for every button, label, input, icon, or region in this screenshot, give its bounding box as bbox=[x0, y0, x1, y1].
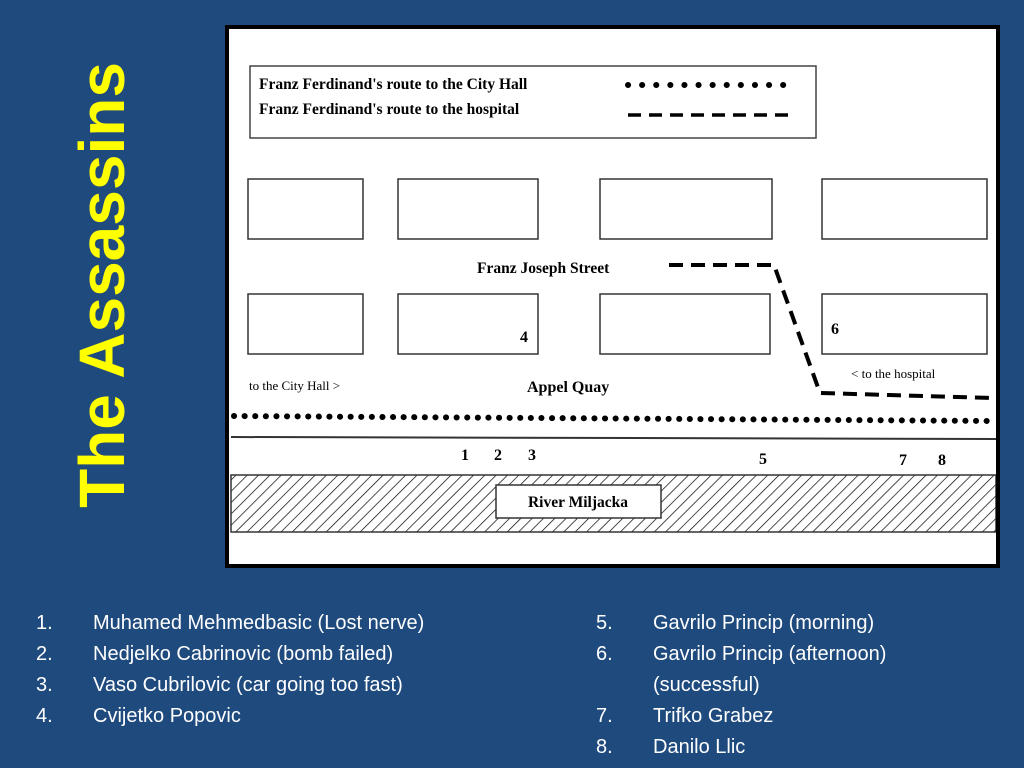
list-item-number: 7. bbox=[596, 705, 613, 727]
appel-quay-label: Appel Quay bbox=[527, 379, 609, 396]
marker-2: 2 bbox=[494, 447, 502, 464]
list-item-number bbox=[594, 670, 653, 701]
marker-6: 6 bbox=[831, 321, 839, 338]
riverbank-line bbox=[230, 436, 996, 440]
list-item-number: 4. bbox=[36, 705, 53, 727]
hospital-route-line bbox=[669, 263, 993, 400]
marker-3: 3 bbox=[528, 447, 536, 464]
franz-joseph-street-label: Franz Joseph Street bbox=[477, 260, 610, 277]
list-item-number: 8. bbox=[596, 736, 613, 758]
list-item-number: 2. bbox=[36, 643, 53, 665]
list-item-number: 3. bbox=[36, 674, 53, 696]
list-item: (successful) bbox=[594, 670, 886, 701]
list-item: 7. Trifko Grabez bbox=[594, 701, 886, 732]
list-item: 1. Muhamed Mehmedbasic (Lost nerve) bbox=[34, 608, 424, 639]
slide-title: The Assassins bbox=[66, 40, 138, 530]
river-label-box bbox=[495, 484, 662, 519]
list-item: 4. Cvijetko Popovic bbox=[34, 701, 424, 732]
map-legend: Franz Ferdinand's route to the City Hall… bbox=[249, 65, 817, 139]
legend-city-hall-label: Franz Ferdinand's route to the City Hall bbox=[259, 76, 528, 93]
legend-hospital-label: Franz Ferdinand's route to the hospital bbox=[259, 101, 520, 118]
list-item-number: 1. bbox=[36, 612, 53, 634]
assassination-map: Franz Ferdinand's route to the City Hall… bbox=[225, 25, 1000, 568]
list-item: 6. Gavrilo Princip (afternoon) bbox=[594, 639, 886, 670]
city-hall-route-line bbox=[231, 413, 996, 424]
marker-4: 4 bbox=[520, 329, 528, 346]
list-item: 5. Gavrilo Princip (morning) bbox=[594, 608, 886, 639]
list-item: 3. Vaso Cubrilovic (car going too fast) bbox=[34, 670, 424, 701]
list-item-text: Cvijetko Popovic bbox=[93, 705, 241, 727]
list-item-text: Nedjelko Cabrinovic (bomb failed) bbox=[93, 643, 394, 665]
list-item-text: (successful) bbox=[653, 674, 760, 696]
list-item: 2. Nedjelko Cabrinovic (bomb failed) bbox=[34, 639, 424, 670]
marker-7: 7 bbox=[899, 452, 907, 469]
slide-title-text: The Assassins bbox=[66, 62, 138, 508]
marker-5: 5 bbox=[759, 451, 767, 468]
list-item-text: Vaso Cubrilovic (car going too fast) bbox=[93, 674, 403, 696]
list-item-number: 6. bbox=[596, 643, 613, 665]
assassin-list-left: 1. Muhamed Mehmedbasic (Lost nerve) 2. N… bbox=[34, 608, 424, 732]
assassin-list-right: 5. Gavrilo Princip (morning) 6. Gavrilo … bbox=[594, 608, 886, 763]
list-item-text: Gavrilo Princip (afternoon) bbox=[653, 643, 887, 665]
marker-1: 1 bbox=[461, 447, 469, 464]
to-hospital-label: < to the hospital bbox=[851, 366, 936, 381]
list-item-text: Muhamed Mehmedbasic (Lost nerve) bbox=[93, 612, 425, 634]
list-item: 8. Danilo Llic bbox=[594, 732, 886, 763]
to-city-hall-label: to the City Hall > bbox=[249, 378, 340, 393]
river-label: River Miljacka bbox=[528, 494, 628, 511]
list-item-text: Trifko Grabez bbox=[653, 705, 774, 727]
list-item-text: Gavrilo Princip (morning) bbox=[653, 612, 875, 634]
list-item-number: 5. bbox=[596, 612, 613, 634]
marker-8: 8 bbox=[938, 452, 946, 469]
list-item-text: Danilo Llic bbox=[653, 736, 746, 758]
building-blocks bbox=[247, 178, 988, 355]
